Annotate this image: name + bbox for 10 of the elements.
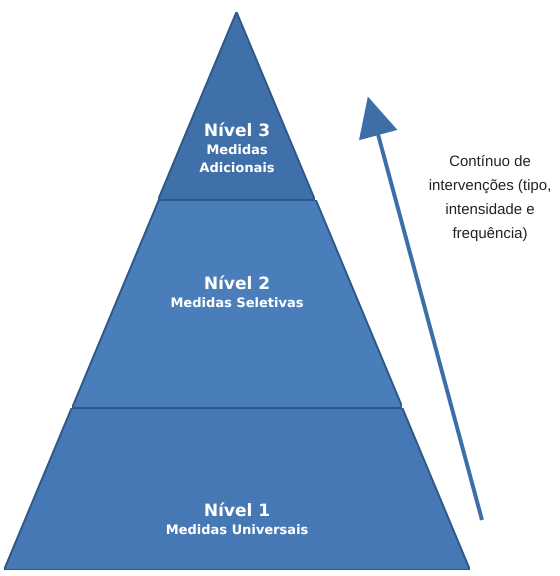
level-description: Medidas Adicionais (198, 142, 276, 178)
pyramid-level (4, 408, 470, 570)
level-title: Nível 2 (204, 273, 270, 295)
pyramid-level (158, 12, 316, 200)
level-description: Medidas Seletivas (170, 295, 304, 313)
level-title: Nível 3 (204, 120, 270, 142)
level-title: Nível 1 (204, 500, 270, 522)
side-note: Contínuo de intervenções (tipo, intensidade e frequência) (428, 152, 552, 244)
level-description: Medidas Universais (166, 522, 308, 540)
pyramid-level (72, 200, 402, 408)
